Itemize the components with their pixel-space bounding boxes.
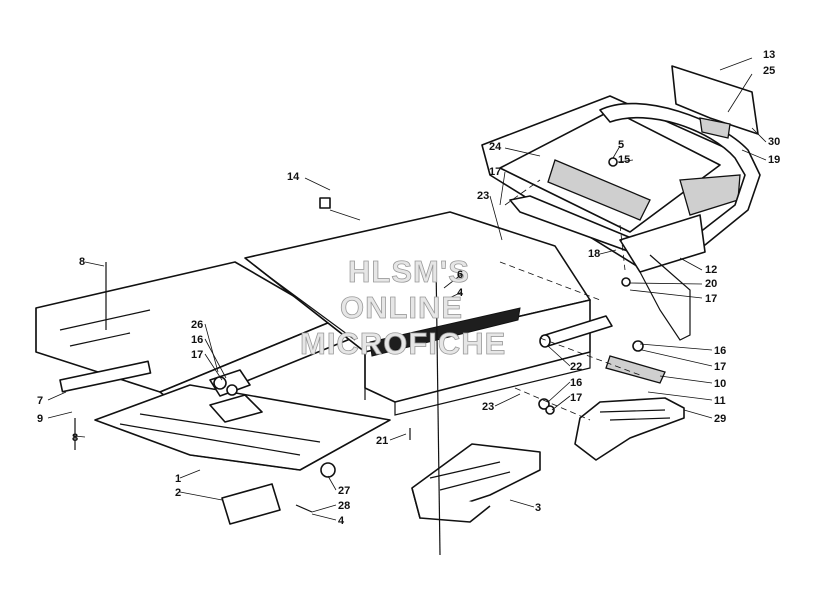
callout-14: 14: [287, 171, 300, 183]
assembly-lines: [499, 179, 641, 421]
spacer-tube: [539, 315, 613, 348]
callout-23-lower: 23: [482, 401, 494, 413]
reflector: [605, 355, 666, 384]
watermark-line-2: ONLINE: [340, 290, 463, 325]
callout-8-lower: 8: [72, 432, 78, 444]
callout-20: 20: [705, 278, 717, 290]
watermark: HLSM'S ONLINE MICROFICHE: [300, 254, 506, 362]
callout-26: 26: [191, 319, 203, 331]
hinge-brackets: [209, 369, 263, 423]
callout-17-center: 17: [570, 392, 582, 404]
callout-16-right: 16: [714, 345, 726, 357]
callout-28: 28: [338, 500, 350, 512]
callout-17-left: 17: [191, 349, 203, 361]
nut-17: [632, 340, 644, 352]
callout-17-top: 17: [489, 166, 501, 178]
callout-23-top: 23: [477, 190, 489, 202]
callout-3: 3: [535, 502, 541, 514]
washer-27: [320, 462, 336, 478]
callout-4-lower: 4: [338, 515, 345, 527]
bracket: [411, 443, 541, 523]
callout-15: 15: [618, 154, 630, 166]
callout-5: 5: [618, 139, 624, 151]
nut-5: [608, 157, 618, 167]
callout-21: 21: [376, 435, 388, 447]
callouts: 13 25 30 19 5 15 24 17 23 14 8 18 12 20 …: [37, 49, 780, 527]
callout-9: 9: [37, 413, 43, 425]
callout-4-top: 4: [457, 287, 464, 299]
callout-17-right-mid: 17: [714, 361, 726, 373]
watermark-line-1: HLSM'S: [348, 254, 470, 289]
callout-24: 24: [489, 141, 502, 153]
watermark-line-3: MICROFICHE: [300, 326, 506, 361]
bolt-28: [295, 504, 313, 513]
callout-18: 18: [588, 248, 600, 260]
callout-11: 11: [714, 395, 726, 407]
callout-16-left: 16: [191, 334, 203, 346]
callout-16-center: 16: [570, 377, 582, 389]
callout-6: 6: [457, 269, 463, 281]
washer-20: [621, 277, 631, 287]
callout-25: 25: [763, 65, 775, 77]
callout-30: 30: [768, 136, 780, 148]
running-board-left: [35, 261, 391, 471]
decal: [319, 197, 331, 209]
leader-lines: [47, 57, 767, 521]
callout-2: 2: [175, 487, 181, 499]
callout-10: 10: [714, 378, 726, 390]
rear-rack: [481, 95, 761, 341]
callout-7: 7: [37, 395, 43, 407]
callout-22: 22: [570, 361, 582, 373]
foot-step: [574, 397, 685, 461]
callout-27: 27: [338, 485, 350, 497]
callout-13: 13: [763, 49, 775, 61]
callout-1: 1: [175, 473, 181, 485]
callout-29: 29: [714, 413, 726, 425]
tunnel-cover: [244, 211, 591, 416]
callout-8-upper: 8: [79, 256, 85, 268]
callout-17-right: 17: [705, 293, 717, 305]
nut-17-lower: [545, 405, 555, 415]
plate: [221, 483, 281, 525]
rod-4: [435, 261, 441, 556]
callout-19: 19: [768, 154, 780, 166]
callout-12: 12: [705, 264, 717, 276]
rack-bracket: [671, 65, 759, 139]
